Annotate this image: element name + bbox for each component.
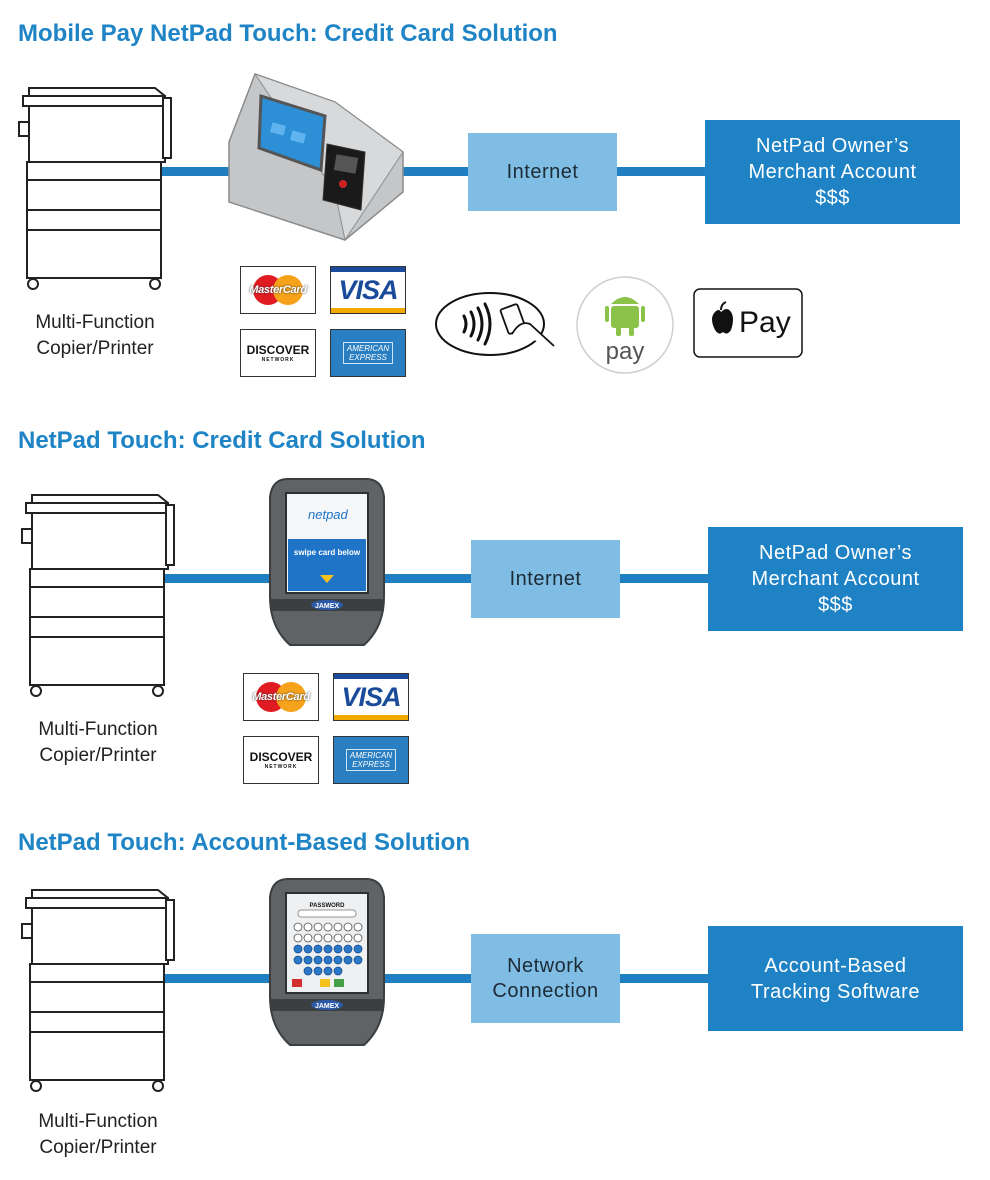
copier-label: Multi-Function Copier/Printer xyxy=(18,717,178,769)
connector-line xyxy=(163,574,273,583)
connector-line xyxy=(618,574,710,583)
discover-text: DISCOVER xyxy=(246,343,310,357)
mastercard-text: MasterCard xyxy=(252,691,310,703)
merchant-account-box: NetPad Owner’s Merchant Account $$$ xyxy=(705,120,960,224)
brand-text: JAMEX xyxy=(315,603,339,610)
swipe-prompt-text: swipe card below xyxy=(294,548,361,557)
label-line: Multi-Function xyxy=(38,719,158,740)
discover-sub: NETWORK xyxy=(261,357,295,363)
visa-text: VISA xyxy=(338,274,398,305)
box-text: Network xyxy=(507,954,584,977)
copier-icon xyxy=(21,494,175,697)
apple-pay-text: Pay xyxy=(739,306,791,339)
amex-line: EXPRESS xyxy=(352,760,390,769)
visa-text: VISA xyxy=(341,681,401,712)
keypad-terminal-icon: PASSWORD JAMEX xyxy=(269,878,385,1046)
label-line: Copier/Printer xyxy=(36,338,154,359)
internet-box: Internet xyxy=(468,133,617,211)
discover-logo: DISCOVER NETWORK xyxy=(243,736,319,784)
amex-logo: AMERICAN EXPRESS xyxy=(333,736,409,784)
box-text: Internet xyxy=(509,567,582,590)
box-text: Internet xyxy=(506,160,579,183)
section-title: NetPad Touch: Account-Based Solution xyxy=(18,829,471,856)
amex-line: AMERICAN xyxy=(346,344,390,353)
box-text: Merchant Account xyxy=(751,568,920,590)
box-text: Connection xyxy=(492,979,599,1002)
connector-line xyxy=(160,167,250,176)
card-logos: MasterCard VISA DISCOVER NETWORK AMERICA… xyxy=(240,266,410,378)
copier-label: Multi-Function Copier/Printer xyxy=(18,1109,178,1161)
android-pay-icon: pay xyxy=(576,276,674,374)
mastercard-logo: MasterCard xyxy=(243,673,319,721)
discover-sub: NETWORK xyxy=(264,764,298,770)
copier-icon xyxy=(18,87,172,290)
connector-line xyxy=(390,167,470,176)
visa-logo: VISA xyxy=(330,266,406,314)
amex-logo: AMERICAN EXPRESS xyxy=(330,329,406,377)
label-line: Multi-Function xyxy=(38,1111,158,1132)
network-connection-box: Network Connection xyxy=(471,934,620,1023)
box-text: Tracking Software xyxy=(751,980,920,1003)
label-line: Copier/Printer xyxy=(39,1137,157,1158)
apple-pay-icon: Pay xyxy=(693,288,803,358)
connector-line xyxy=(382,574,473,583)
section-title: Mobile Pay NetPad Touch: Credit Card Sol… xyxy=(18,20,558,47)
connector-line xyxy=(615,167,707,176)
mastercard-logo: MasterCard xyxy=(240,266,316,314)
android-pay-text: pay xyxy=(606,338,645,365)
label-line: Multi-Function xyxy=(35,312,155,333)
copier-icon xyxy=(21,889,175,1092)
amex-line: EXPRESS xyxy=(349,353,387,362)
contactless-icon xyxy=(435,292,555,356)
amex-text: AMERICAN EXPRESS xyxy=(342,342,394,364)
card-reader-icon: netpad swipe card below JAMEX xyxy=(269,478,385,646)
discover-logo: DISCOVER NETWORK xyxy=(240,329,316,377)
discover-text: DISCOVER xyxy=(249,750,313,764)
box-text: $$$ xyxy=(818,594,853,616)
box-text: NetPad Owner’s xyxy=(759,542,912,564)
tracking-software-box: Account-Based Tracking Software xyxy=(708,926,963,1031)
section-account-based: NetPad Touch: Account-Based Solution Mul… xyxy=(0,829,990,1169)
amex-line: AMERICAN xyxy=(349,751,393,760)
password-header-text: PASSWORD xyxy=(310,903,346,909)
section-title: NetPad Touch: Credit Card Solution xyxy=(18,427,426,454)
label-line: Copier/Printer xyxy=(39,745,157,766)
internet-box: Internet xyxy=(471,540,620,618)
box-text: Merchant Account xyxy=(748,161,917,183)
box-text: Account-Based xyxy=(764,954,907,977)
netpad-logo-text: netpad xyxy=(308,507,349,522)
kiosk-icon xyxy=(228,73,404,242)
section-credit-card: NetPad Touch: Credit Card Solution Multi… xyxy=(0,427,990,807)
connector-line xyxy=(618,974,710,983)
box-text: NetPad Owner’s xyxy=(756,135,909,157)
merchant-account-box: NetPad Owner’s Merchant Account $$$ xyxy=(708,527,963,631)
copier-label: Multi-Function Copier/Printer xyxy=(15,310,175,362)
connector-line xyxy=(163,974,273,983)
box-text: $$$ xyxy=(815,187,850,209)
card-logos: MasterCard VISA DISCOVER NETWORK AMERICA… xyxy=(243,673,413,785)
connector-line xyxy=(382,974,473,983)
brand-text: JAMEX xyxy=(315,1003,339,1010)
amex-text: AMERICAN EXPRESS xyxy=(345,749,397,771)
section-mobile-pay: Mobile Pay NetPad Touch: Credit Card Sol… xyxy=(0,20,990,400)
mastercard-text: MasterCard xyxy=(249,284,307,296)
visa-logo: VISA xyxy=(333,673,409,721)
